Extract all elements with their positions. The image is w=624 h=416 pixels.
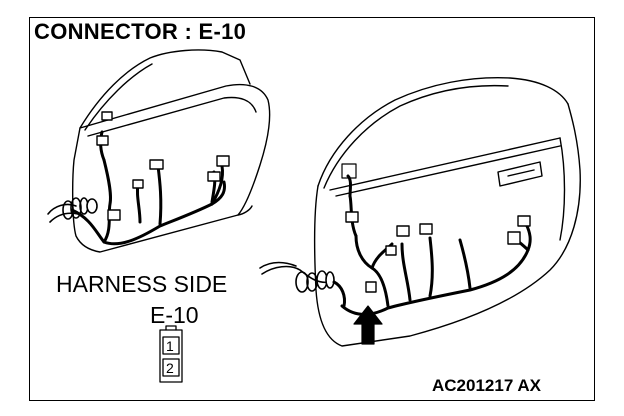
right-door-connectors [345, 211, 531, 293]
connector-id-label: E-10 [150, 302, 199, 328]
pin-2-label: 2 [166, 360, 174, 376]
diagram-frame [29, 17, 595, 401]
left-grommet [47, 197, 98, 223]
harness-side-label: HARNESS SIDE [56, 271, 228, 297]
right-door-harness [340, 174, 532, 316]
left-door-panel [71, 49, 271, 253]
left-door-connectors [96, 111, 230, 221]
pin-1-label: 1 [166, 338, 174, 354]
right-grommet [259, 261, 346, 308]
connector-face-diagram [159, 325, 183, 383]
left-door-harness [70, 130, 226, 246]
page-title: CONNECTOR : E-10 [34, 19, 247, 44]
figure-code: AC201217 AX [432, 376, 541, 395]
connector-pointer-arrow [353, 305, 383, 345]
